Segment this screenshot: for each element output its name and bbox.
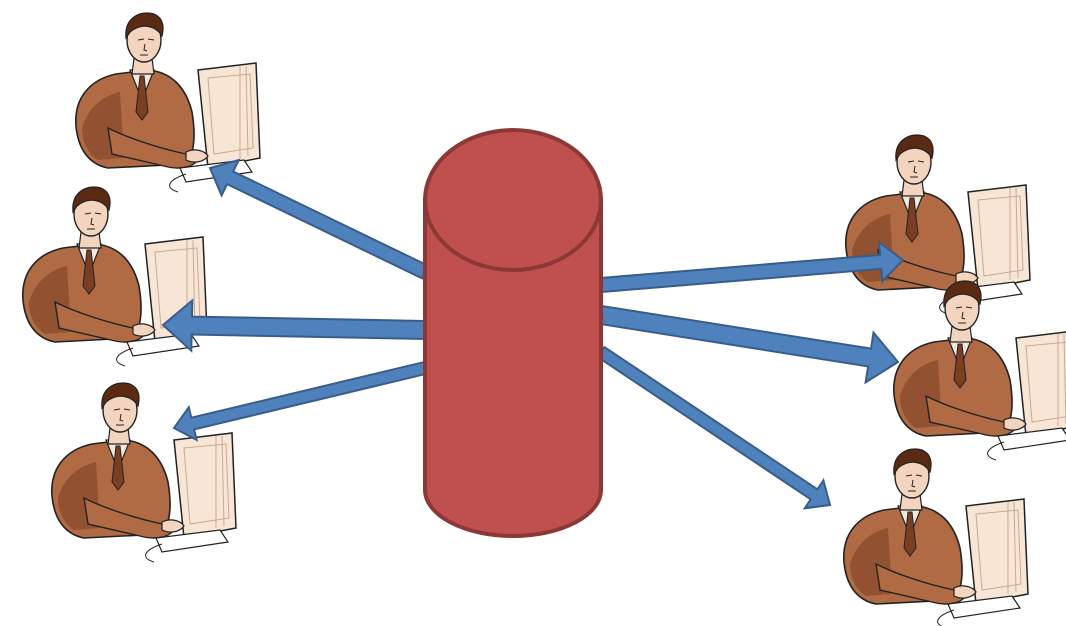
face [905, 474, 923, 492]
tie [903, 511, 917, 557]
face [84, 212, 102, 230]
monitor [1015, 331, 1066, 437]
arrow-client-bottom-right [596, 345, 832, 510]
hair [72, 186, 111, 214]
cable [116, 347, 134, 367]
person-at-computer-icon [22, 186, 208, 367]
face [955, 306, 973, 324]
tie [111, 445, 125, 491]
database-top [423, 128, 603, 272]
monitor [173, 432, 237, 539]
database-body [423, 198, 603, 538]
cable [169, 173, 187, 193]
database-cylinder-icon [423, 128, 603, 538]
face [907, 160, 925, 178]
arrow-client-middle-left [161, 298, 427, 353]
cable [145, 543, 163, 563]
monitor [965, 498, 1029, 605]
monitor-screen [183, 443, 230, 525]
keyboard [947, 595, 1022, 619]
tie [905, 197, 919, 243]
person-at-computer-icon [75, 12, 261, 193]
arrow-client-top-right [599, 240, 905, 294]
hair [125, 12, 164, 40]
arrow-client-bottom-left [172, 360, 428, 442]
hair [101, 382, 140, 410]
face [113, 408, 131, 426]
clients-layer [22, 12, 1066, 626]
hair [895, 134, 934, 162]
person-at-computer-icon [843, 448, 1029, 626]
person-at-computer-icon [845, 134, 1031, 315]
tie [82, 249, 96, 295]
keyboard [155, 529, 230, 553]
face [137, 38, 155, 56]
monitor [967, 184, 1031, 291]
hand [161, 519, 185, 533]
arrows-layer [161, 158, 905, 510]
tie [953, 343, 967, 389]
hand [1003, 417, 1027, 431]
person-at-computer-icon [893, 280, 1066, 461]
monitor-edge [1007, 501, 1017, 594]
keyboard [997, 427, 1066, 451]
monitor-edge [239, 65, 249, 158]
person-at-computer-icon [51, 382, 237, 563]
arrow-client-middle-right [598, 304, 900, 385]
hand [185, 149, 209, 163]
monitor-edge [215, 435, 225, 528]
monitor-screen [1025, 341, 1066, 423]
hair [893, 448, 932, 476]
hand [953, 585, 977, 599]
hand [132, 323, 156, 337]
monitor-screen [977, 195, 1024, 277]
cable [987, 441, 1005, 461]
cable [937, 609, 955, 626]
tie [135, 75, 149, 121]
arrow-client-top-left [208, 158, 430, 280]
hair [943, 280, 982, 308]
monitor-screen [975, 509, 1022, 591]
monitor-screen [207, 73, 254, 155]
monitor [197, 62, 261, 169]
monitor-edge [1009, 187, 1019, 280]
